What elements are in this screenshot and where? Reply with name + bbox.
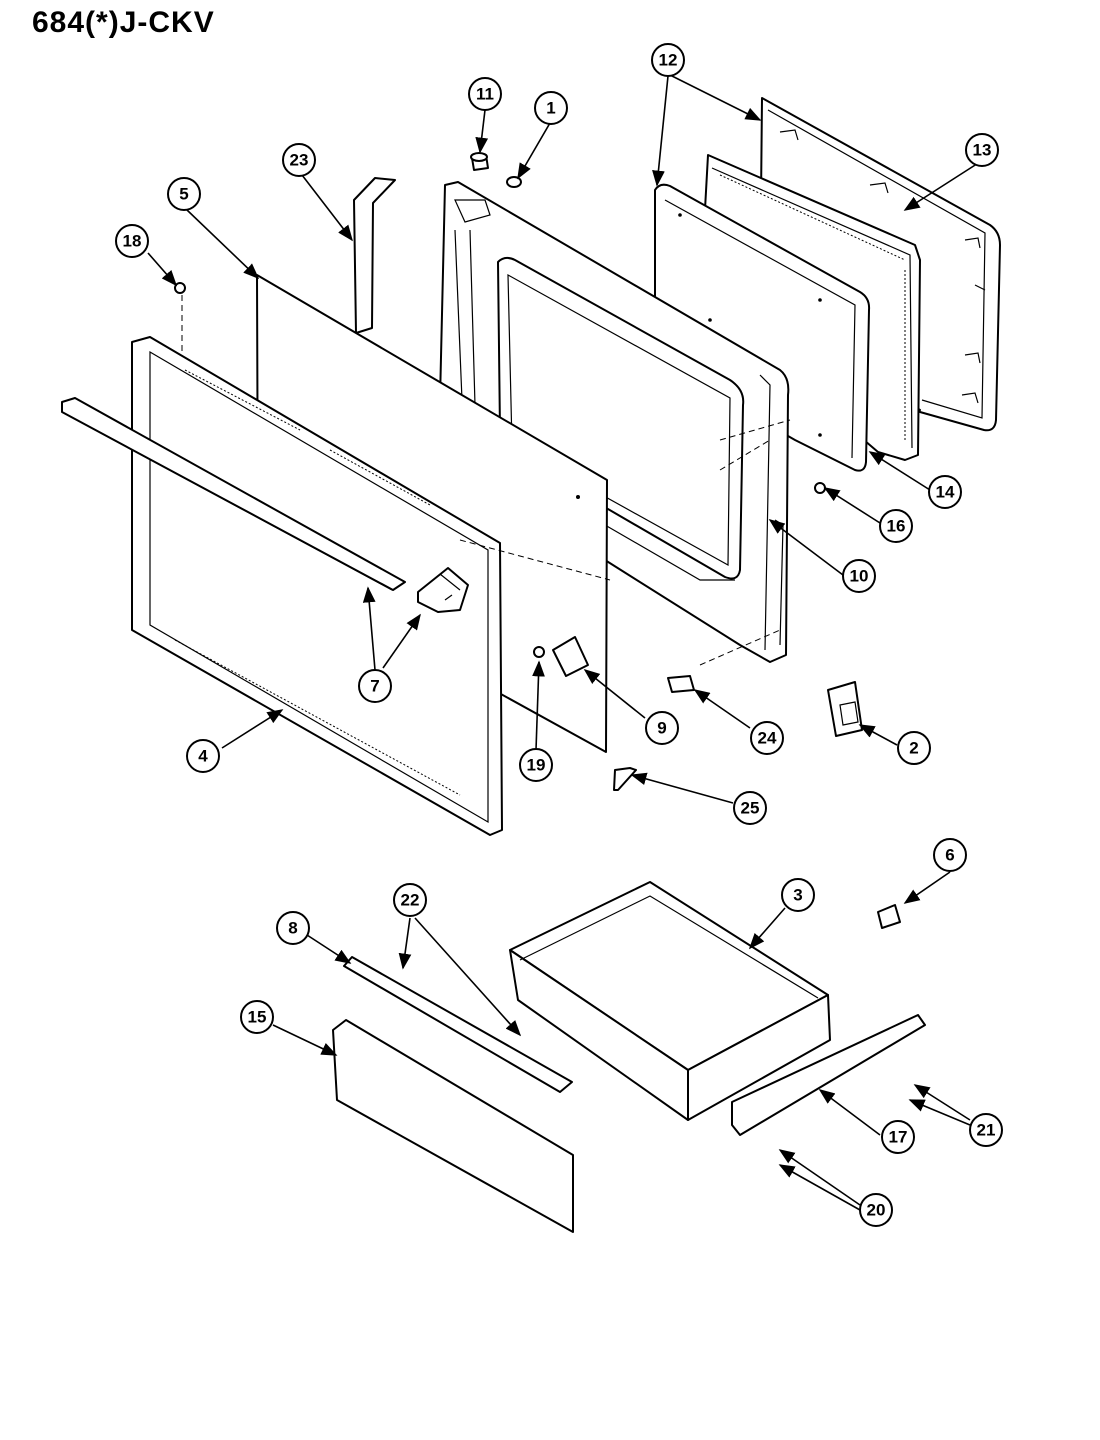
- callout-14: 14: [928, 475, 962, 509]
- callout-6: 6: [933, 838, 967, 872]
- svg-text:3: 3: [793, 886, 802, 905]
- drawer-front-panel: [332, 1019, 574, 1233]
- svg-text:17: 17: [889, 1128, 908, 1147]
- svg-text:21: 21: [977, 1121, 996, 1140]
- angle-25: [613, 767, 637, 791]
- callout-16: 16: [879, 509, 913, 543]
- callout-5: 5: [167, 177, 201, 211]
- callout-15: 15: [240, 1000, 274, 1034]
- svg-text:19: 19: [527, 756, 546, 775]
- drawer-slide: [731, 1014, 926, 1136]
- callout-9: 9: [645, 711, 679, 745]
- svg-text:8: 8: [288, 919, 297, 938]
- callout-24: 24: [750, 721, 784, 755]
- callout-3: 3: [781, 878, 815, 912]
- callout-22: 22: [393, 883, 427, 917]
- svg-text:12: 12: [659, 51, 678, 70]
- svg-text:7: 7: [370, 677, 379, 696]
- svg-text:25: 25: [741, 799, 760, 818]
- callout-2: 2: [897, 731, 931, 765]
- svg-text:23: 23: [290, 151, 309, 170]
- callout-25: 25: [733, 791, 767, 825]
- fastener-11: [470, 152, 489, 171]
- small-plate: [552, 636, 589, 677]
- block-24: [667, 675, 695, 693]
- svg-text:15: 15: [248, 1008, 267, 1027]
- fastener-1: [506, 176, 522, 188]
- leader-lines: [147, 74, 984, 1211]
- screw-18: [174, 282, 186, 294]
- callout-21: 21: [969, 1113, 1003, 1147]
- callout-19: 19: [519, 748, 553, 782]
- svg-text:1: 1: [546, 99, 555, 118]
- handle-rail: [61, 397, 406, 591]
- svg-text:24: 24: [758, 729, 777, 748]
- callout-7: 7: [358, 669, 392, 703]
- outer-door-frame: [131, 336, 503, 836]
- svg-text:6: 6: [945, 846, 954, 865]
- svg-text:13: 13: [973, 141, 992, 160]
- latch-2: [827, 681, 863, 737]
- svg-text:20: 20: [867, 1201, 886, 1220]
- diagram-title: 684(*)J-CKV: [32, 6, 215, 39]
- drawer-body: [509, 881, 831, 1121]
- svg-text:5: 5: [179, 185, 188, 204]
- callout-20: 20: [859, 1193, 893, 1227]
- svg-text:18: 18: [123, 232, 142, 251]
- svg-text:11: 11: [476, 85, 494, 104]
- svg-text:10: 10: [850, 567, 869, 586]
- callout-10: 10: [842, 559, 876, 593]
- clip-6: [877, 904, 901, 929]
- callout-4: 4: [186, 739, 220, 773]
- callout-11: 11: [468, 77, 502, 111]
- svg-text:14: 14: [936, 483, 955, 502]
- callout-1: 1: [534, 91, 568, 125]
- handle-bracket: [417, 567, 469, 613]
- svg-text:2: 2: [909, 739, 918, 758]
- callout-8: 8: [276, 911, 310, 945]
- svg-text:9: 9: [657, 719, 666, 738]
- screw-19: [533, 646, 545, 658]
- svg-text:16: 16: [887, 517, 906, 536]
- callout-23: 23: [282, 143, 316, 177]
- screw-16: [814, 482, 826, 494]
- callout-12: 12: [651, 43, 685, 77]
- svg-text:22: 22: [401, 891, 420, 910]
- callout-17: 17: [881, 1120, 915, 1154]
- callout-18: 18: [115, 224, 149, 258]
- svg-text:4: 4: [198, 747, 208, 766]
- callout-13: 13: [965, 133, 999, 167]
- side-strip: [353, 177, 396, 334]
